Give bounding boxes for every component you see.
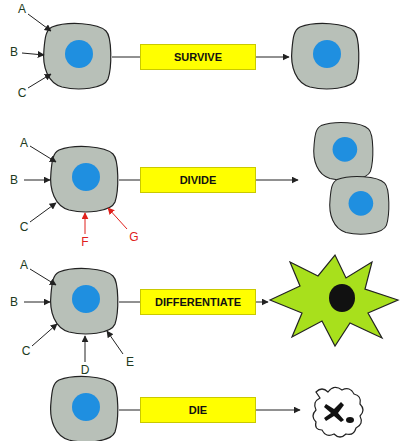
flow-line [119, 410, 140, 411]
signal-letter: C [18, 344, 34, 358]
daughter-cell [330, 177, 389, 235]
signal-letter: G [126, 230, 142, 244]
process-box: DIFFERENTIATE [140, 289, 256, 315]
signal-letter: A [16, 136, 32, 150]
signal-arrow [107, 331, 123, 354]
process-label: DIFFERENTIATE [155, 296, 241, 308]
signal-letter: A [16, 258, 32, 272]
process-box: SURVIVE [140, 44, 256, 70]
signal-letter: F [77, 235, 93, 249]
flow-arrow [256, 180, 298, 181]
signal-letter: B [6, 173, 22, 187]
signal-letter: D [77, 363, 93, 377]
flow-line [119, 302, 140, 303]
process-box: DIE [140, 397, 256, 423]
signal-arrow [32, 324, 57, 346]
signal-letter: B [6, 295, 22, 309]
signal-arrow [30, 203, 56, 222]
flow-line [119, 180, 140, 181]
nucleus [329, 284, 355, 312]
signal-arrow [30, 146, 56, 162]
signal-arrow [28, 74, 51, 88]
flow-arrow [256, 57, 289, 58]
signal-letter: B [6, 45, 22, 59]
nuclear-fragment [346, 417, 354, 423]
flow-line [112, 57, 140, 58]
signal-arrow [24, 180, 50, 181]
process-box: DIVIDE [140, 167, 256, 193]
surviving-cell [292, 24, 359, 89]
cell [51, 147, 118, 212]
signal-arrow [85, 336, 86, 362]
cell [44, 24, 111, 89]
cell [51, 269, 118, 334]
signal-arrow [85, 213, 86, 234]
process-label: DIVIDE [180, 174, 217, 186]
signal-arrow [22, 53, 44, 55]
signal-arrow [24, 302, 50, 303]
signal-letter: C [16, 220, 32, 234]
process-label: SURVIVE [174, 51, 222, 63]
flow-arrow [256, 410, 300, 411]
dying-cell [313, 387, 363, 437]
signal-arrow [28, 14, 51, 31]
signal-arrow [108, 208, 127, 229]
signal-letter: C [14, 86, 30, 100]
signal-letter: A [14, 2, 30, 16]
process-label: DIE [189, 404, 207, 416]
nuclear-fragment [324, 402, 344, 422]
differentiated-cell [270, 255, 398, 346]
flow-arrow [256, 302, 268, 303]
cell [51, 377, 118, 441]
signal-letter: E [122, 355, 138, 369]
daughter-cell [314, 123, 373, 181]
signal-arrow [30, 269, 56, 285]
